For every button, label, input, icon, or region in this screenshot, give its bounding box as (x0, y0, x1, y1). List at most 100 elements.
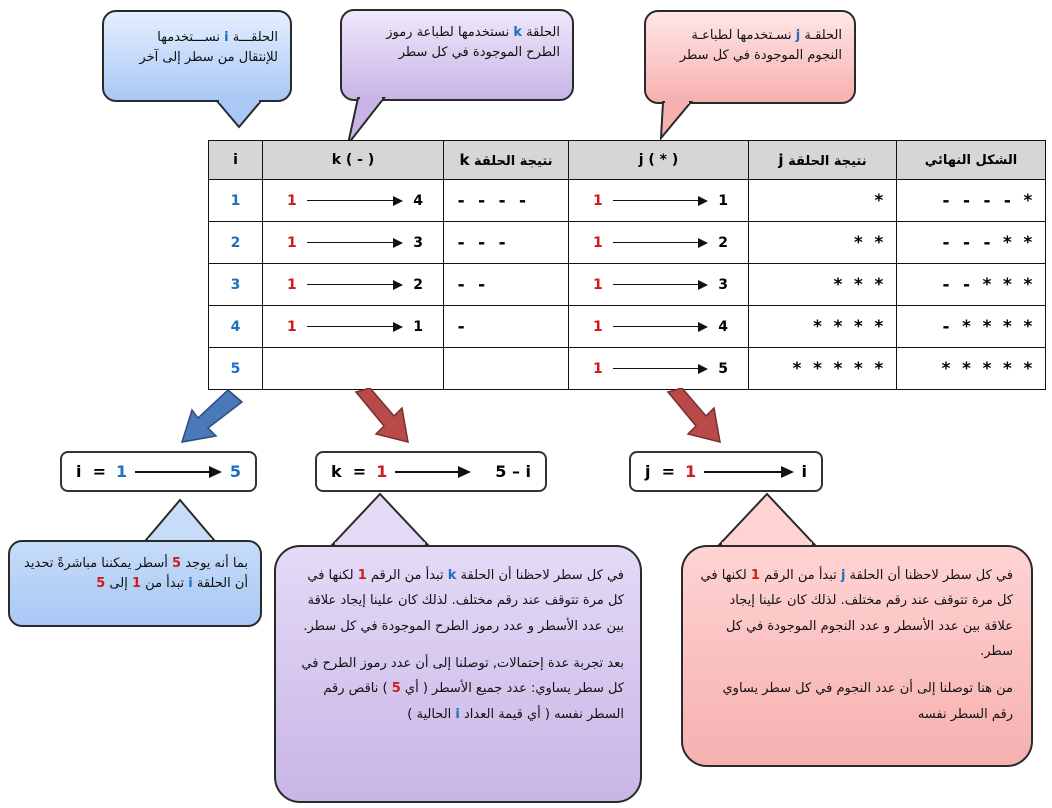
k-result: - - - (456, 232, 508, 253)
arrow-icon (306, 237, 404, 248)
j-loop-cell: 1 2 (568, 221, 749, 264)
callout-text: نستخدمها لطباعة رموز الطرح الموجودة في ك… (386, 25, 560, 61)
j-result: * * * * (812, 316, 884, 337)
callout-i-loop: الحلقـــة i نســـتخدمها للإنتقال من سطر … (102, 10, 292, 102)
loop-start: 1 (593, 234, 603, 251)
loop-start: 1 (287, 276, 297, 293)
loop-start: 1 (593, 318, 603, 335)
callout-text: الحلقـــة (232, 30, 278, 45)
arrow-icon (306, 321, 404, 332)
callout-tail (215, 99, 264, 129)
loop-end: 3 (718, 276, 728, 293)
loop-end: 2 (413, 276, 423, 293)
callout-tail (330, 492, 430, 546)
callout-text: الحلقة (526, 25, 560, 40)
table-header-row: i k ( - ) نتيجة الحلقة k j ( * ) نتيجة ا… (208, 140, 1046, 180)
formula-end: i (801, 462, 807, 481)
formula-start: 1 (685, 462, 697, 481)
j-loop-cell: 1 5 (568, 347, 749, 390)
formula-end: 5 (229, 462, 241, 481)
callout-text: نســـتخدمها للإنتقال من سطر إلى آخر (139, 30, 278, 66)
loop-start: 1 (287, 318, 297, 335)
table-row: 4 1 1 - 1 4 * * * * - * * * * (208, 305, 1046, 348)
loop-start: 1 (287, 234, 297, 251)
table-row: 5 1 5 * * * * * * * * * * (208, 347, 1046, 390)
arrow-icon (612, 237, 709, 248)
formula-lhs: i = (76, 462, 107, 481)
loop-table: i k ( - ) نتيجة الحلقة k j ( * ) نتيجة ا… (208, 140, 1046, 390)
k-loop-cell: 1 4 (262, 179, 444, 222)
j-result: * * * (832, 274, 884, 295)
arrow-icon (135, 465, 222, 478)
table-row: 2 1 3 - - - 1 2 * * - - - * * (208, 221, 1046, 264)
j-loop-cell: 1 1 (568, 179, 749, 222)
callout-k-note: في كل سطر لاحظنا أن الحلقة k تبدأ من الر… (274, 545, 642, 803)
final-shape: - - * * * (940, 274, 1033, 295)
callout-text: نسـتخدمها لطباعـة النجوم الموجودة في كل … (679, 28, 842, 64)
k-loop-cell: 1 3 (262, 221, 444, 264)
arrow-icon (395, 465, 472, 478)
formula-start: 1 (116, 462, 128, 481)
down-arrow-k (354, 388, 409, 444)
formula-i: i = 1 5 (60, 451, 257, 492)
arrow-icon (612, 279, 709, 290)
j-result: * (873, 190, 884, 211)
formula-end: 5 – i (495, 462, 531, 481)
header-j-result: نتيجة الحلقة j (748, 140, 897, 180)
j-result: * * * * * (791, 358, 884, 379)
loop-start: 1 (593, 360, 603, 377)
callout-tail (717, 492, 817, 546)
final-shape: - * * * * (940, 316, 1033, 337)
k-loop-cell: 1 1 (262, 305, 444, 348)
loop-start: 1 (593, 276, 603, 293)
header-j-formula: j ( * ) (568, 140, 749, 180)
arrow-icon (612, 195, 709, 206)
arrow-icon (306, 195, 404, 206)
callout-j-loop: الحلقـة j نسـتخدمها لطباعـة النجوم الموج… (644, 10, 856, 104)
row-index: 4 (230, 318, 241, 335)
header-i: i (208, 140, 263, 180)
k-result: - - - - (456, 190, 528, 211)
callout-tail (659, 100, 694, 141)
row-index: 5 (230, 360, 241, 377)
row-index: 3 (230, 276, 241, 293)
var-j-label: j (795, 28, 801, 43)
loop-end: 4 (413, 192, 423, 209)
formula-lhs: k = (331, 462, 367, 481)
j-result: * * (853, 232, 884, 253)
loop-end: 3 (413, 234, 423, 251)
down-arrow-i (180, 388, 244, 443)
final-shape: - - - - * (940, 190, 1033, 211)
loop-end: 2 (718, 234, 728, 251)
table-row: 3 1 2 - - 1 3 * * * - - * * * (208, 263, 1046, 306)
arrow-icon (612, 321, 709, 332)
arrow-icon (612, 363, 709, 374)
k-loop-cell: 1 2 (262, 263, 444, 306)
callout-tail (143, 498, 217, 542)
callout-text: الحلقـة (804, 28, 842, 43)
loop-end: 1 (413, 318, 423, 335)
header-final-shape: الشكل النهائي (896, 140, 1046, 180)
k-loop-cell (262, 347, 444, 390)
callout-tail (347, 96, 387, 145)
loop-start: 1 (593, 192, 603, 209)
row-index: 2 (230, 234, 241, 251)
final-shape: - - - * * (940, 232, 1033, 253)
k-result: - - (456, 274, 487, 295)
loop-end: 1 (718, 192, 728, 209)
header-k-result: نتيجة الحلقة k (443, 140, 569, 180)
k-result: - (456, 316, 467, 337)
formula-j: j = 1 i (629, 451, 823, 492)
loop-end: 4 (718, 318, 728, 335)
formula-k: k = 1 5 – i (315, 451, 547, 492)
arrow-icon (704, 465, 794, 478)
header-k-formula: k ( - ) (262, 140, 444, 180)
loop-start: 1 (287, 192, 297, 209)
callout-k-loop: الحلقة k نستخدمها لطباعة رموز الطرح المو… (340, 9, 574, 101)
final-shape: * * * * * (940, 358, 1033, 379)
callout-i-note: بما أنه يوجد 5 أسطر يمكننا مباشرةً تحديد… (8, 540, 262, 627)
formula-lhs: j = (645, 462, 676, 481)
j-loop-cell: 1 3 (568, 263, 749, 306)
row-index: 1 (230, 192, 241, 209)
table-row: 1 1 4 - - - - 1 1 * - - - - * (208, 179, 1046, 222)
